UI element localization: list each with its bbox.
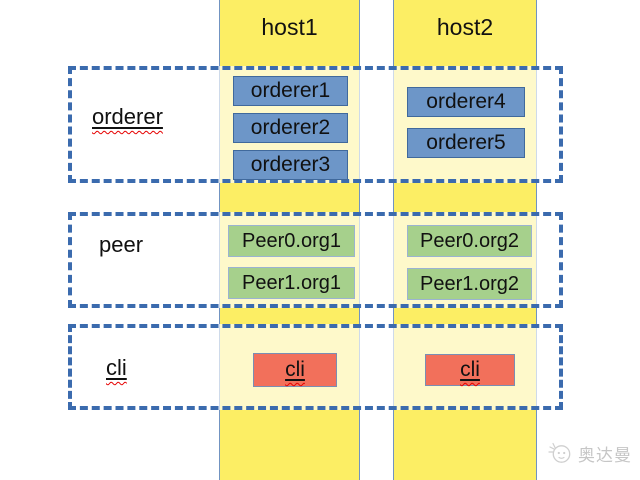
peer1-org2-node: Peer1.org2 [407,268,532,300]
orderer3-node: orderer3 [233,150,348,180]
peer-row-label-text: peer [99,232,144,257]
peer-row-label: peer [99,232,143,258]
cli-node-host1: cli [253,353,337,387]
cli-node-host2: cli [425,354,515,386]
orderer1-node: orderer1 [233,76,348,106]
spellcheck-squiggle: cli [460,358,480,382]
spellcheck-squiggle: orderer [92,104,163,129]
peer0-org2-node: Peer0.org2 [407,225,532,257]
orderer4-node: orderer4 [407,87,525,117]
host2-label: host2 [436,14,494,40]
watermark-text: 奥达曼 [578,445,632,465]
cli-node-host2-text: cli [460,358,480,381]
cartoon-face-logo-icon [548,442,571,463]
peer0-org1-node: Peer0.org1 [228,225,355,257]
spellcheck-squiggle: cli [106,355,127,380]
orderer2-node: orderer2 [233,113,348,143]
peer1-org1-node: Peer1.org1 [228,267,355,299]
watermark: 奥达曼 [547,440,632,466]
cli-row-label: cli [106,355,127,381]
cli-node-host1-text: cli [285,358,305,381]
orderer-row-label: orderer [92,104,163,130]
orderer-row-label-text: orderer [92,104,163,129]
host1-label: host1 [261,14,318,40]
orderer5-node: orderer5 [407,128,525,158]
cli-row-label-text: cli [106,355,127,380]
spellcheck-squiggle: cli [285,358,305,382]
